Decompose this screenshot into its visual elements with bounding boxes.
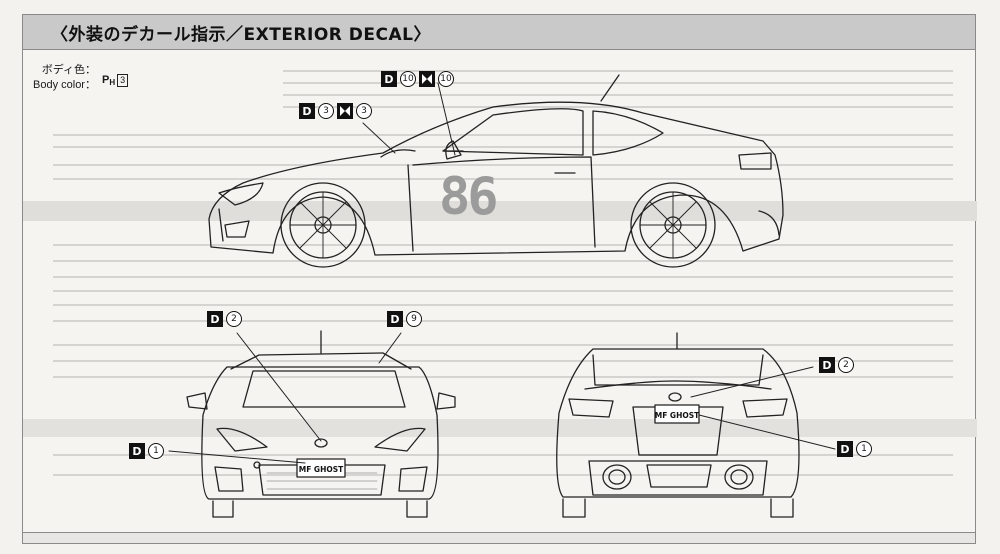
decal-number: 2 <box>838 357 854 373</box>
decal-sheet-badge: D <box>129 443 145 459</box>
decal-sheet-badge: D <box>387 311 403 327</box>
paint-number: 3 <box>117 74 129 87</box>
decal-sheet-badge: D <box>299 103 315 119</box>
callout-rear-emblem: D 2 <box>819 357 854 373</box>
decal-number: 2 <box>226 311 242 327</box>
decal-number: 1 <box>856 441 872 457</box>
callout-front-wing: D 9 <box>387 311 422 327</box>
body-color-label-en: Body color： <box>33 79 96 91</box>
decal-number: 1 <box>148 443 164 459</box>
decal-sheet-badge: D <box>207 311 223 327</box>
callout-hood-decal: D 3 3 <box>299 103 372 119</box>
callout-rear-plate: D 1 <box>837 441 872 457</box>
callout-front-plate: D 1 <box>129 443 164 459</box>
paint-sub: H <box>109 78 116 87</box>
instruction-page: 〈外装のデカール指示／EXTERIOR DECAL〉 ボディ色： Body co… <box>22 14 977 544</box>
decal-sheet-badge: D <box>819 357 835 373</box>
paint-prefix: P <box>101 74 110 86</box>
opposite-side-icon <box>337 103 353 119</box>
decal-number: 3 <box>318 103 334 119</box>
background-print-lines <box>23 70 977 476</box>
rear-plate-text: MF GHOST <box>655 411 700 420</box>
bottom-border-bar <box>23 532 975 543</box>
decal-sheet-badge: D <box>837 441 853 457</box>
rear-view-car <box>556 332 800 518</box>
leader-lines <box>168 82 836 464</box>
opposite-side-icon <box>419 71 435 87</box>
front-plate-text: MF GHOST <box>299 465 344 474</box>
section-title-bar: 〈外装のデカール指示／EXTERIOR DECAL〉 <box>23 15 975 50</box>
decal-number-pair: 10 <box>438 71 454 87</box>
decal-number: 10 <box>400 71 416 87</box>
decal-sheet-badge: D <box>381 71 397 87</box>
decal-number: 9 <box>406 311 422 327</box>
body-color-label-jp: ボディ色： <box>41 64 96 76</box>
callout-door-decal: D 10 10 <box>381 71 454 87</box>
car-drawings: MF GHOST MF GHOST <box>168 74 836 518</box>
callout-front-emblem: D 2 <box>207 311 242 327</box>
section-title: 〈外装のデカール指示／EXTERIOR DECAL〉 <box>51 24 431 45</box>
side-view-car <box>208 74 784 268</box>
door-number-decal: 86 <box>439 167 499 227</box>
front-view-car <box>186 330 456 518</box>
decal-number-pair: 3 <box>356 103 372 119</box>
